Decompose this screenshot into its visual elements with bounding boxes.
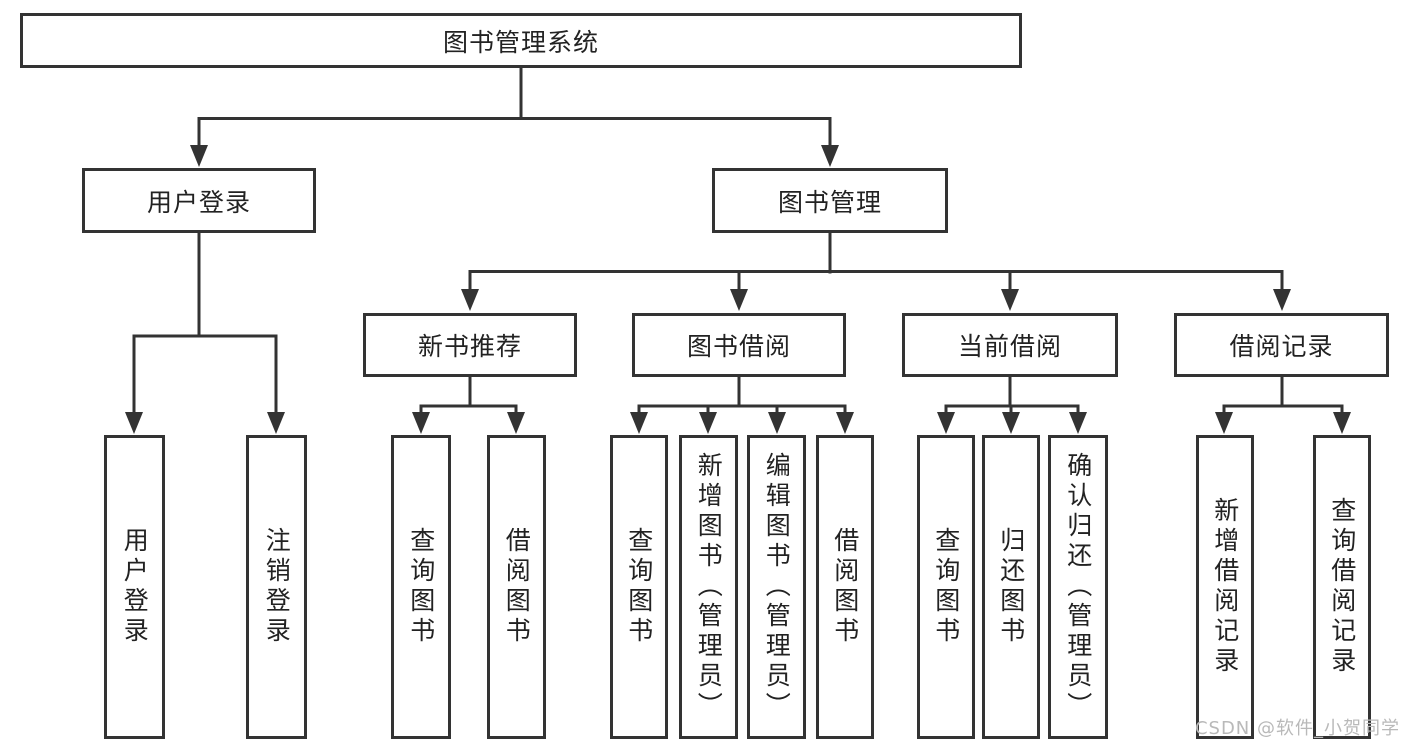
leaf-logout: 注销登录	[246, 435, 307, 739]
leaf-label: 查询借阅记录	[1327, 497, 1357, 677]
leaf-query-borrow-record: 查询借阅记录	[1313, 435, 1371, 739]
leaf-user-login: 用户登录	[104, 435, 165, 739]
node-new-book-recommendation: 新书推荐	[363, 313, 577, 377]
leaf-label: 查询图书	[931, 527, 961, 647]
leaf-add-borrow-record: 新增借阅记录	[1196, 435, 1254, 739]
node-current-borrowing: 当前借阅	[902, 313, 1118, 377]
node-book-borrowing: 图书借阅	[632, 313, 846, 377]
leaf-label: 借阅图书	[502, 527, 532, 647]
leaf-add-book-admin: 新增图书（管理员）	[679, 435, 738, 739]
leaf-query-books-borrowing: 查询图书	[610, 435, 668, 739]
leaf-label: 新增借阅记录	[1210, 497, 1240, 677]
leaf-label: 编辑图书（管理员）	[762, 452, 792, 722]
csdn-watermark: CSDN @软件_小贺同学	[1194, 718, 1400, 739]
node-book-management: 图书管理	[712, 168, 948, 233]
leaf-label: 查询图书	[406, 527, 436, 647]
leaf-label: 注销登录	[262, 527, 292, 647]
node-user-login: 用户登录	[82, 168, 316, 233]
leaf-edit-book-admin: 编辑图书（管理员）	[747, 435, 806, 739]
leaf-label: 用户登录	[120, 527, 150, 647]
leaf-confirm-return-admin: 确认归还（管理员）	[1048, 435, 1108, 739]
leaf-return-book: 归还图书	[982, 435, 1040, 739]
node-root: 图书管理系统	[20, 13, 1022, 68]
leaf-label: 归还图书	[996, 527, 1026, 647]
leaf-label: 确认归还（管理员）	[1063, 452, 1093, 722]
node-borrowing-records: 借阅记录	[1174, 313, 1389, 377]
leaf-query-books-current: 查询图书	[917, 435, 975, 739]
leaf-label: 新增图书（管理员）	[694, 452, 724, 722]
connector-arrowheads	[125, 145, 1351, 434]
leaf-borrow-books-borrowing: 借阅图书	[816, 435, 874, 739]
connector-lines	[132, 68, 1344, 417]
leaf-label: 借阅图书	[830, 527, 860, 647]
leaf-borrow-books-recommend: 借阅图书	[487, 435, 546, 739]
leaf-query-books-recommend: 查询图书	[391, 435, 451, 739]
leaf-label: 查询图书	[624, 527, 654, 647]
